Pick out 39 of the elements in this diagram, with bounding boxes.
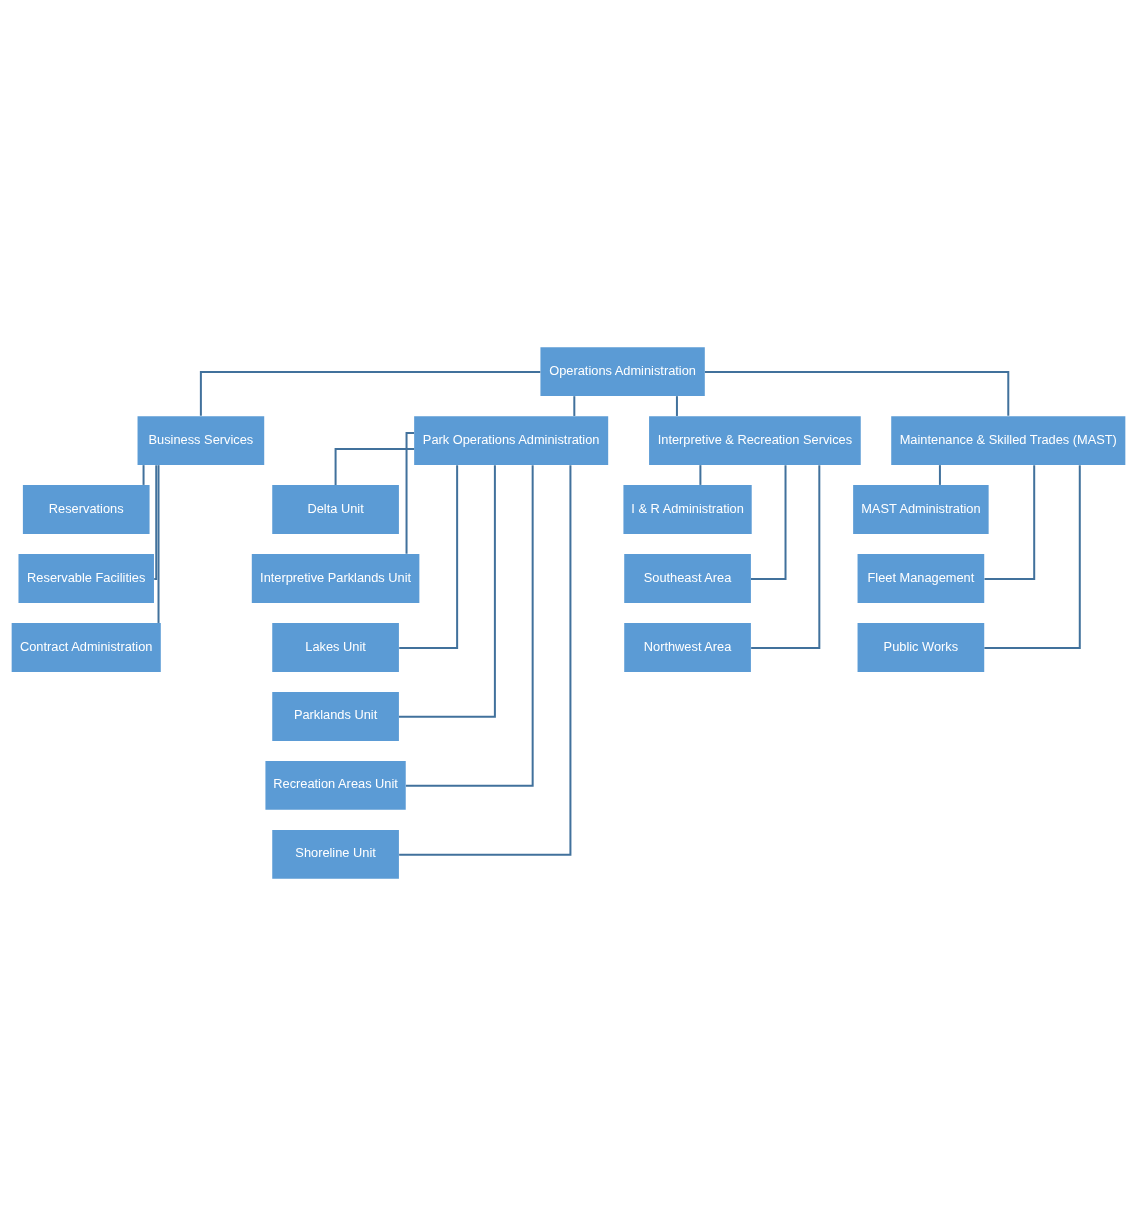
node-box: Reservations — [22, 485, 150, 534]
node-box: Reservable Facilities — [18, 554, 154, 603]
connector — [398, 464, 496, 718]
connector — [983, 464, 1036, 580]
node-box: Operations Administration — [540, 347, 705, 397]
node-box: Northwest Area — [624, 623, 751, 672]
connector — [157, 464, 160, 624]
node-box: Southeast Area — [624, 554, 751, 603]
node-box: Park Operations Administration — [414, 416, 609, 466]
node-box: Contract Administration — [11, 623, 161, 672]
node-box: Business Services — [137, 416, 265, 466]
connector — [573, 395, 576, 417]
connector — [938, 464, 941, 486]
connector — [983, 464, 1081, 649]
connector — [405, 432, 416, 555]
connector — [750, 464, 787, 580]
node-box: Recreation Areas Unit — [265, 760, 406, 810]
connector — [334, 448, 416, 486]
connector — [675, 395, 678, 417]
connector — [199, 371, 542, 417]
connector — [404, 464, 534, 787]
node-box: Shoreline Unit — [272, 829, 399, 879]
connector — [142, 464, 145, 486]
node-box: Delta Unit — [272, 485, 399, 534]
connector — [750, 464, 821, 649]
connector — [398, 464, 572, 856]
node-box: Lakes Unit — [272, 623, 399, 672]
connector — [153, 464, 158, 580]
node-box: Public Works — [857, 623, 985, 672]
node-box: Parklands Unit — [272, 692, 399, 741]
node-box: MAST Administration — [853, 485, 989, 534]
node-box: Maintenance & Skilled Trades (MAST) — [891, 416, 1126, 466]
connector — [699, 464, 702, 486]
node-box: I & R Administration — [623, 485, 752, 534]
node-box: Fleet Management — [857, 554, 985, 603]
node-box: Interpretive Parklands Unit — [251, 554, 420, 603]
connector — [398, 464, 459, 649]
connector — [703, 371, 1010, 417]
node-box: Interpretive & Recreation Services — [649, 416, 861, 466]
